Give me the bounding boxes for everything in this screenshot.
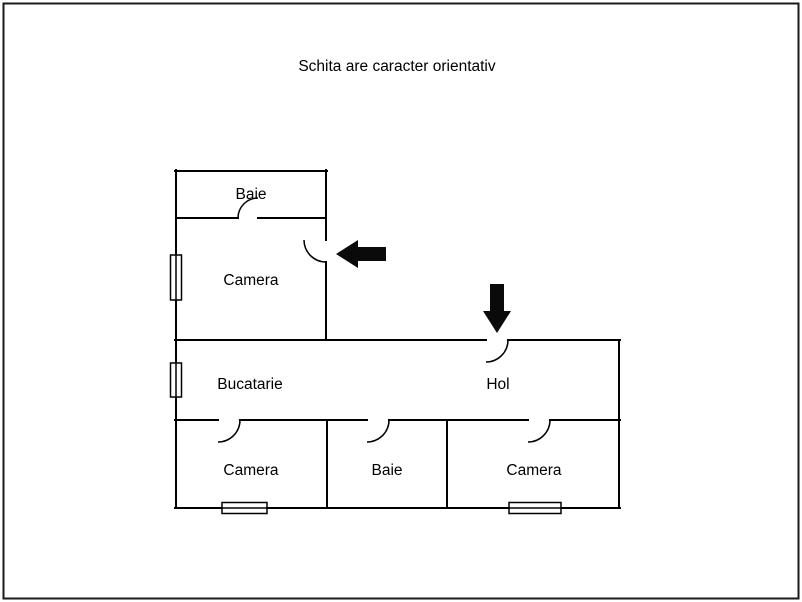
window-camera-bottom-left xyxy=(221,501,268,515)
label-camera-bottom-right: Camera xyxy=(506,462,562,479)
label-bucatarie: Bucatarie xyxy=(217,376,282,393)
label-baie-bottom: Baie xyxy=(371,462,402,479)
entrance-arrow-down-icon xyxy=(483,284,511,333)
room-labels-group: Baie Camera Bucatarie Hol Camera Baie Ca… xyxy=(217,186,562,479)
door-camera-top-entrance xyxy=(303,239,327,263)
label-camera-top: Camera xyxy=(223,272,279,289)
window-bucatarie-left xyxy=(169,362,183,398)
window-camera-top-left xyxy=(169,254,183,301)
door-hol-entrance xyxy=(485,339,509,363)
door-arcs-group xyxy=(217,197,551,443)
window-camera-bottom-right xyxy=(508,501,562,515)
walls-group xyxy=(174,169,621,509)
label-camera-bottom-left: Camera xyxy=(223,462,279,479)
windows-group xyxy=(169,254,562,515)
entrance-arrow-left-icon xyxy=(336,240,386,268)
door-baie-bottom xyxy=(366,419,390,443)
door-camera-bottom-right xyxy=(527,419,551,443)
door-camera-bottom-left xyxy=(217,419,241,443)
page-title: Schita are caracter orientativ xyxy=(298,58,496,75)
label-hol: Hol xyxy=(486,376,509,393)
arrows-group xyxy=(336,240,511,333)
door-baie-top xyxy=(237,197,259,219)
label-baie-top: Baie xyxy=(235,186,266,203)
